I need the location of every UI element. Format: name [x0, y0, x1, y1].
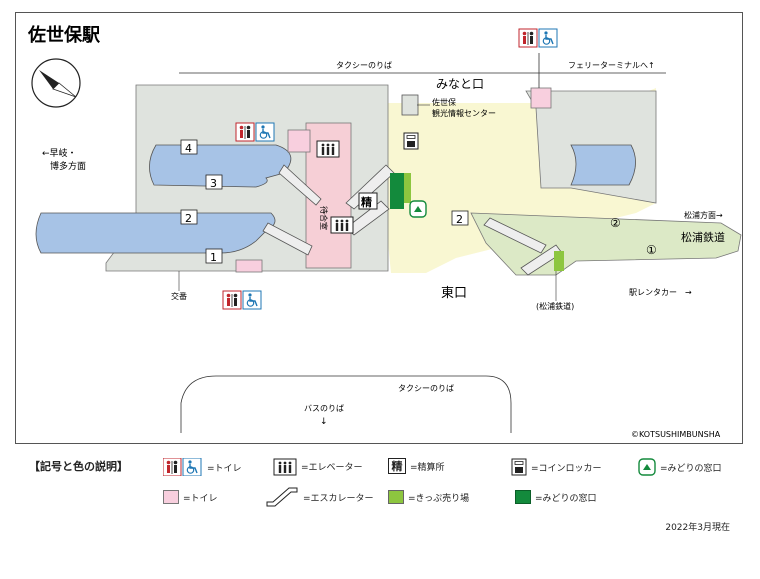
minato-exit-label: みなと口: [436, 77, 484, 91]
waiting-room-label: 待合室: [319, 206, 329, 230]
legend-item-elevator: =エレベーター: [273, 456, 363, 476]
legend-item-ticket-machine: =きっぷ売り場: [388, 490, 469, 504]
as-of-date: 2022年3月現在: [665, 523, 730, 533]
midori-window-main: [390, 173, 404, 209]
toilet-icon: [235, 122, 255, 142]
midori-window-logo-icon: [638, 458, 656, 476]
elevator-icon: [316, 140, 340, 158]
bus-label: バスのりば: [304, 404, 344, 413]
legend-item-label: =エスカレーター: [303, 493, 374, 504]
svg-text:精: 精: [361, 195, 372, 209]
bus-terminal-outline: [180, 375, 512, 433]
elevator-icon: [273, 458, 297, 476]
legend-item-toilet: =トイレ: [163, 458, 242, 476]
legend-item-label: =エレベーター: [301, 462, 363, 473]
platform-number-4: 4: [180, 139, 198, 155]
ticket-machine-main: [404, 173, 411, 203]
legend-item-escalator: =エスカレーター: [265, 486, 374, 508]
map-title: 佐世保駅: [27, 24, 101, 46]
platform-number-2: 2: [180, 209, 198, 225]
legend: 【記号と色の説明】 =トイレ =エレベーター 精 =精算所 =コインロッカー =…: [15, 450, 743, 560]
matsuura-railway-label: 松浦鉄道: [681, 230, 725, 244]
legend-item-toilet-color: =トイレ: [163, 490, 218, 504]
fare-adjustment-icon: 精: [388, 458, 406, 474]
legend-item-midori-logo: =みどりの窓口: [638, 458, 722, 476]
escalators: [262, 164, 563, 276]
midori-window-logo-icon: [409, 200, 427, 218]
police-box-label: 交番: [171, 291, 187, 301]
toilet-icon: [222, 290, 242, 310]
midori-window-swatch: [515, 490, 531, 504]
platform-1-2: [35, 212, 276, 254]
matsuura-track-2: ②: [610, 216, 621, 230]
direction-west-label-1: ←早岐・: [42, 147, 77, 159]
station-map: 佐世保駅 タクシーのりば フェリーターミナルへ↑ みなと口 佐世保 観光情報セン…: [27, 24, 742, 439]
legend-item-label: =トイレ: [207, 463, 242, 474]
coin-locker-icon: [511, 458, 527, 476]
svg-text:2: 2: [456, 213, 463, 226]
fare-adjustment-icon: 精: [358, 192, 378, 210]
leader-lines: [178, 104, 557, 301]
rental-car-label: 駅レンタカー →: [629, 288, 692, 297]
escalator-icon: [266, 487, 298, 507]
toilet-icon: [518, 28, 538, 48]
ne-platform: [570, 144, 636, 186]
tourism-center-label-2: 観光情報センター: [432, 108, 496, 118]
direction-west-label-2: 博多方面: [50, 160, 86, 172]
toilet-room-south: [235, 259, 263, 273]
legend-item-label: =コインロッカー: [531, 463, 602, 474]
legend-title: 【記号と色の説明】: [29, 460, 128, 473]
svg-text:1: 1: [210, 251, 217, 264]
toilet-room-north: [287, 129, 311, 153]
ticket-machine-swatch: [388, 490, 404, 504]
matsuura-railway-area: [470, 212, 742, 276]
toilet-wheelchair-icon: [163, 458, 202, 476]
wheelchair-icon: [538, 28, 558, 48]
legend-item-label: =きっぷ売り場: [408, 493, 470, 504]
legend-item-label: =トイレ: [183, 493, 218, 504]
platform-3-4: [149, 144, 292, 188]
ticket-machine-matsuura: [554, 251, 564, 271]
tourism-center-box: [401, 94, 419, 116]
legend-item-label: =みどりの窓口: [660, 463, 722, 474]
ferry-label: フェリーターミナルへ↑: [568, 61, 655, 70]
tourism-center-label-1: 佐世保: [432, 97, 456, 107]
platform-number-1: 1: [205, 248, 223, 264]
legend-item-fare-adjustment: 精 =精算所: [388, 458, 445, 474]
compass-icon: [31, 58, 81, 108]
matsuura-direction-label: 松浦方面→: [684, 210, 723, 220]
toilet-room-north-east: [530, 87, 552, 109]
matsuura-platform-number: 2: [451, 210, 469, 226]
station-map-frame: 佐世保駅 タクシーのりば フェリーターミナルへ↑ みなと口 佐世保 観光情報セン…: [15, 12, 743, 444]
platform-number-3: 3: [205, 174, 223, 190]
wheelchair-icon: [242, 290, 262, 310]
legend-item-midori-color: =みどりの窓口: [515, 490, 597, 504]
coin-locker-icon: [403, 132, 419, 150]
svg-text:2: 2: [185, 212, 192, 225]
copyright: ©KOTSUSHIMBUNSHA: [631, 430, 721, 439]
matsuura-ticket-note: (松浦鉄道): [536, 301, 574, 311]
taxi-bottom-label: タクシーのりば: [398, 384, 454, 393]
taxi-top-label: タクシーのりば: [336, 61, 392, 70]
toilet-color-swatch: [163, 490, 179, 504]
bus-arrow: ↓: [320, 417, 328, 427]
matsuura-track-1: ①: [646, 243, 657, 257]
elevator-icon: [330, 216, 354, 234]
wheelchair-icon: [255, 122, 275, 142]
legend-item-label: =精算所: [410, 462, 445, 473]
svg-text:4: 4: [185, 142, 192, 155]
svg-text:3: 3: [210, 177, 217, 190]
legend-item-coin-locker: =コインロッカー: [511, 458, 602, 476]
legend-item-label: =みどりの窓口: [535, 493, 597, 504]
east-exit-label: 東口: [441, 285, 467, 301]
